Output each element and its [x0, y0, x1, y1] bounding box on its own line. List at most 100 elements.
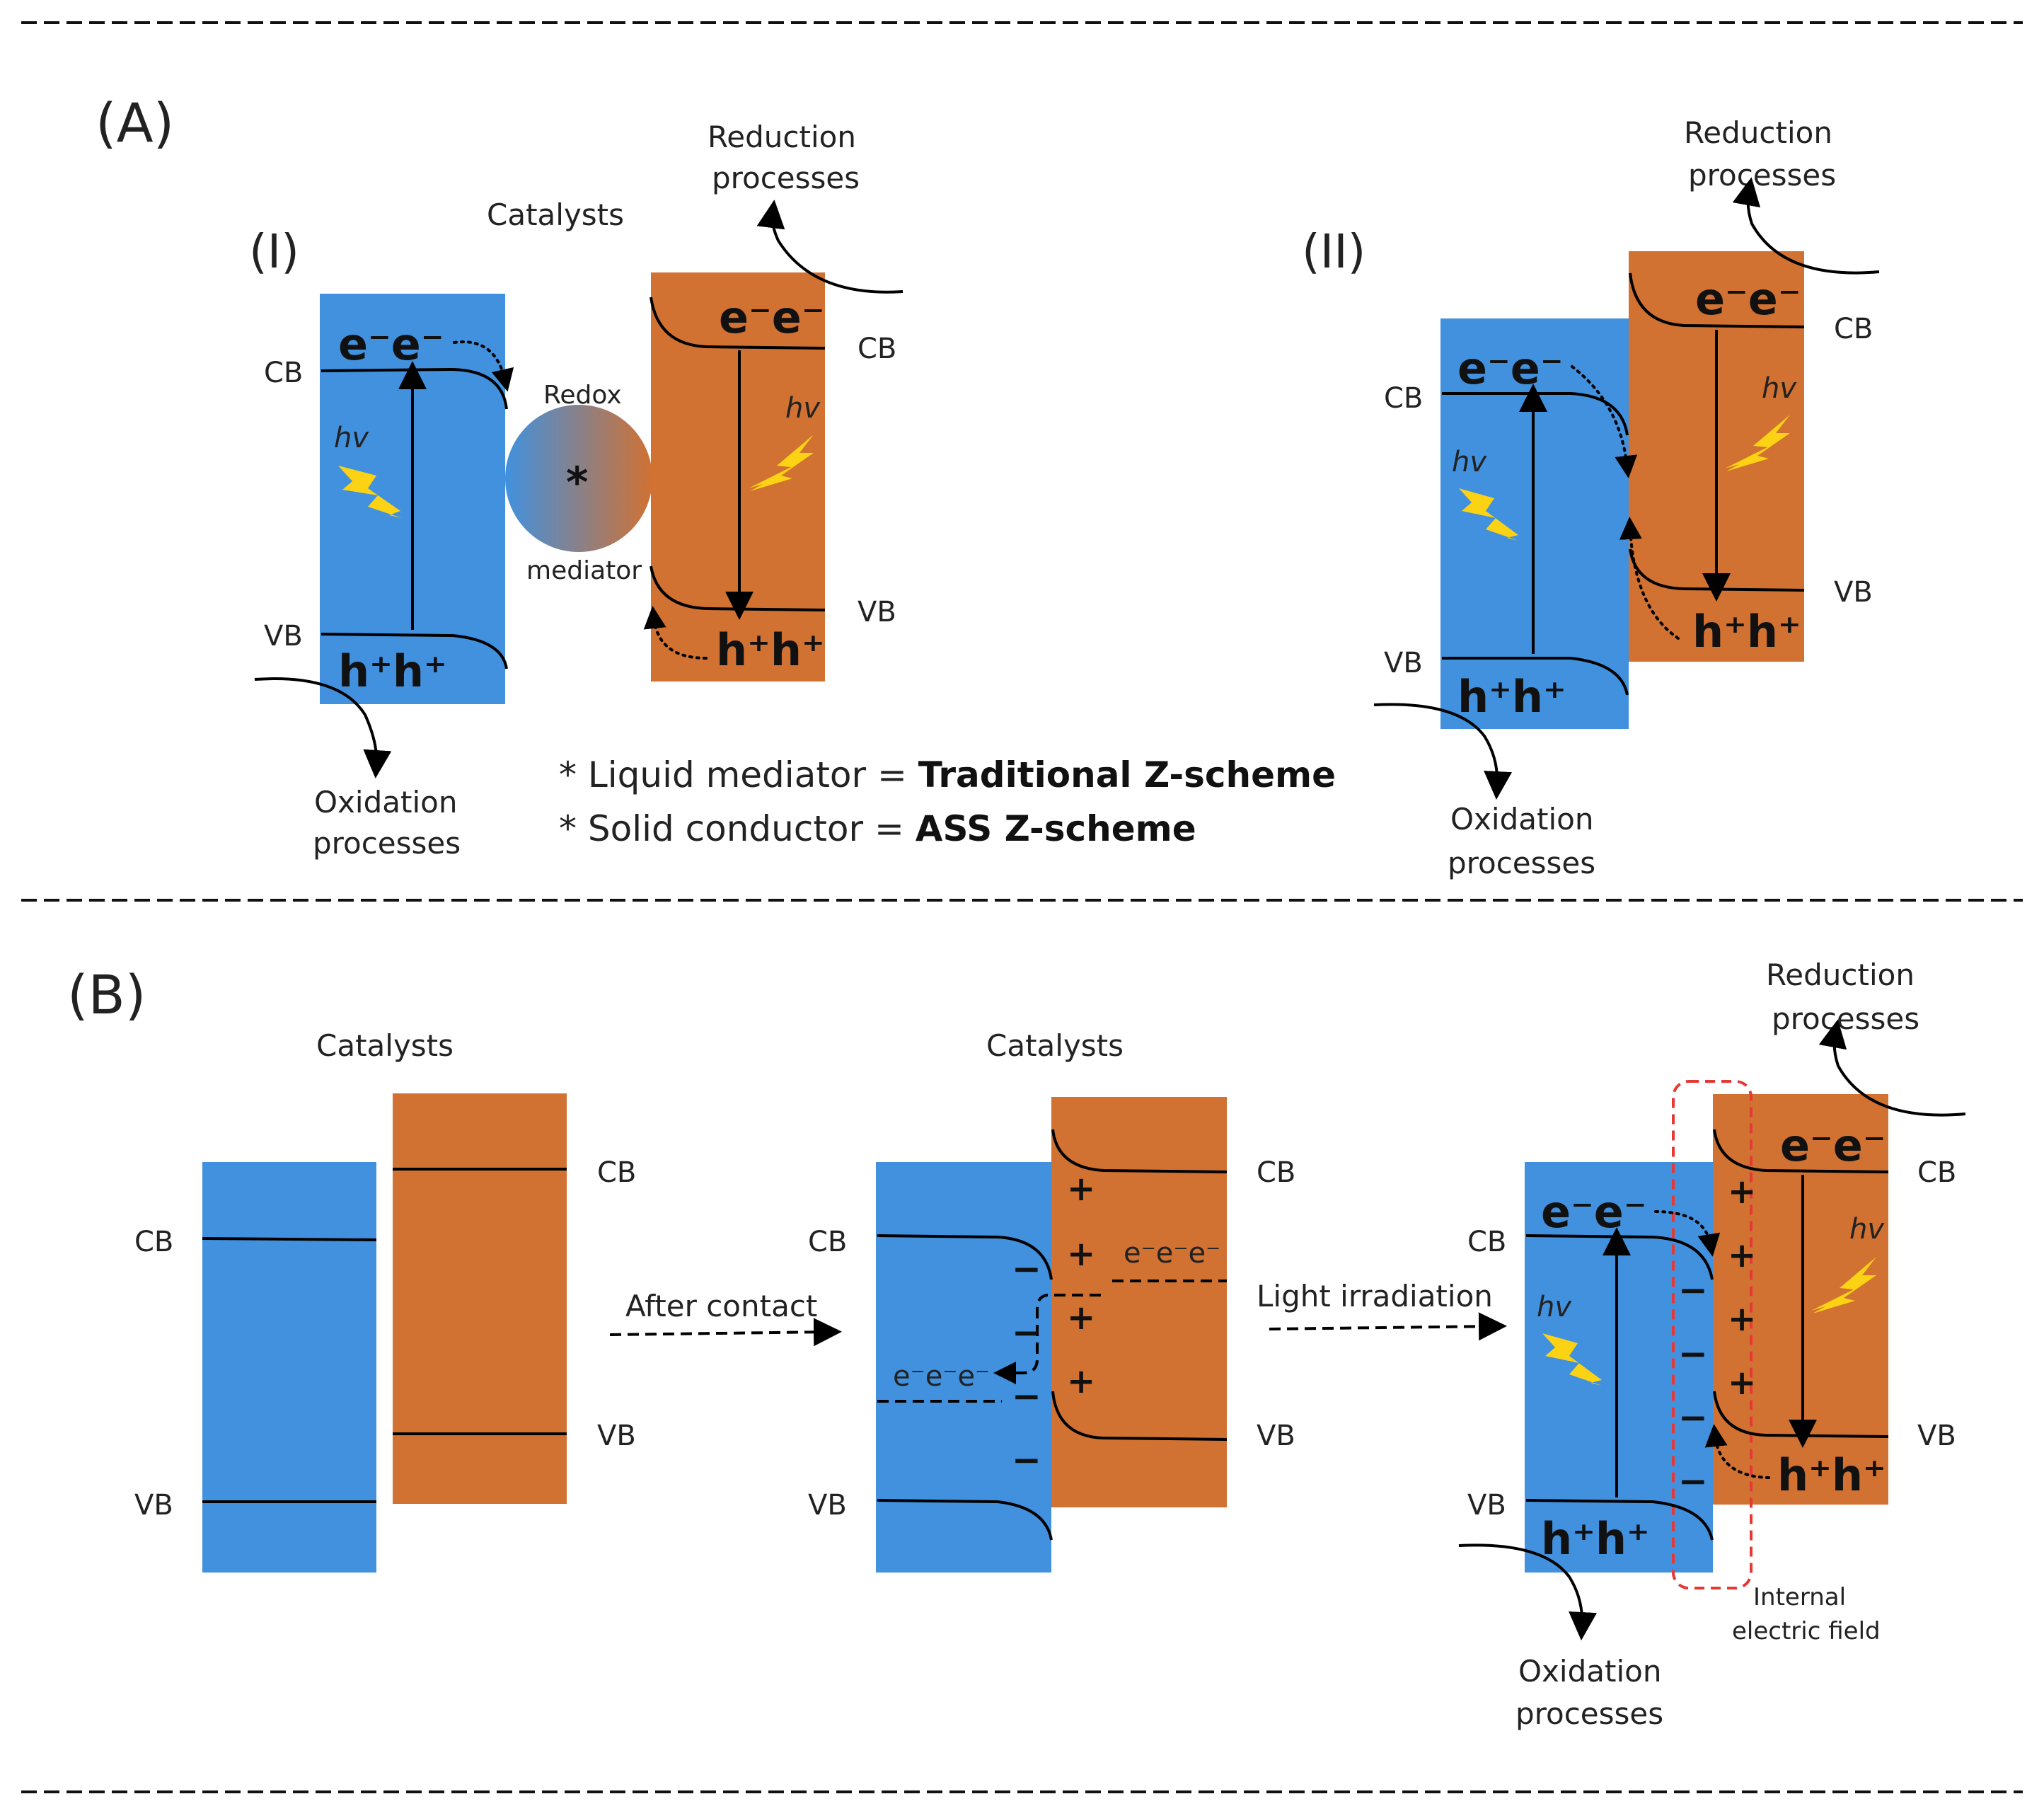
orange-cb-label: CB	[1917, 1156, 1956, 1189]
blue-vb-band	[1442, 657, 1629, 696]
panel-a-label: (A)	[96, 91, 174, 154]
orange-vb-label: VB	[1917, 1420, 1956, 1452]
panel-b-before-contact: Catalysts CB VB CB VB	[134, 1028, 636, 1573]
panel-a-i: (I) Catalysts Reduction processes Oxidat…	[249, 120, 903, 861]
hole-recombination-arrow	[1619, 517, 1680, 640]
orange-vb-label: VB	[1257, 1420, 1295, 1452]
semiconductor-blue	[202, 1162, 376, 1573]
plus-charge: +	[1067, 1362, 1095, 1401]
reduction-process-arrow	[1818, 1019, 1966, 1117]
blue-vb-band	[321, 633, 508, 669]
blue-vb-label: VB	[1467, 1489, 1506, 1522]
orange-hv-label: hv	[1762, 372, 1797, 405]
plus-charge: +	[1728, 1236, 1756, 1275]
orange-cb-band	[1713, 1129, 1889, 1173]
oxidation-process-arrow	[1458, 1543, 1598, 1640]
internal-field-line1: Internal	[1753, 1583, 1846, 1611]
orange-electrons: e⁻e⁻	[1695, 273, 1801, 325]
electron-transfer-arrow	[1654, 1210, 1721, 1257]
mediator-star: *	[566, 458, 588, 507]
panel-b-under-light: Reduction processes Oxidation processes …	[1458, 958, 1966, 1731]
orange-light-bolt-icon	[749, 435, 814, 491]
sub-i-reduction-line1: Reduction	[708, 120, 856, 154]
orange-vb-band	[1629, 548, 1805, 592]
reduction-process-arrow	[1732, 177, 1880, 275]
plus-charge: +	[1067, 1169, 1095, 1209]
orange-light-bolt-icon	[1811, 1257, 1876, 1313]
light-irradiation-label: Light irradiation	[1257, 1279, 1493, 1313]
orange-hv-label: hv	[785, 392, 821, 425]
blue-holes: h⁺h⁺	[1457, 671, 1566, 723]
panel-a-ii: (II) Reduction processes Oxidation proce…	[1302, 115, 1880, 880]
internal-field-line2: electric field	[1732, 1617, 1881, 1645]
mediator-to-hole-arrow	[643, 606, 708, 660]
blue-vb-label: VB	[134, 1489, 173, 1522]
orange-vb-band	[649, 565, 826, 611]
orange-vb-label: VB	[858, 596, 896, 628]
blue-vb-label: VB	[264, 620, 303, 652]
after-contact-arrow	[609, 1318, 842, 1347]
blue-cb-label: CB	[1384, 382, 1423, 415]
blue-electrons: e⁻e⁻	[338, 318, 444, 370]
semiconductor-orange	[393, 1093, 567, 1504]
plus-charge: +	[1728, 1172, 1756, 1212]
reduction-line2: processes	[1772, 1001, 1919, 1036]
blue-vb-label: VB	[1384, 647, 1423, 679]
internal-electric-field-outline	[1672, 1080, 1753, 1589]
electron-to-mediator-arrow	[453, 340, 514, 392]
blue-vb-band	[1525, 1499, 1714, 1541]
blue-vb-band	[877, 1499, 1053, 1541]
hole-recombination-arrow	[1704, 1424, 1770, 1479]
orange-electrons: e⁻e⁻	[719, 292, 825, 343]
note-line-2-bold: ASS Z-scheme	[916, 808, 1196, 849]
blue-holes: h⁺h⁺	[1541, 1513, 1650, 1565]
orange-holes: h⁺h⁺	[716, 624, 825, 676]
orange-light-bolt-icon	[1725, 415, 1790, 471]
plus-charge: +	[1067, 1234, 1095, 1274]
plus-charge: +	[1728, 1299, 1756, 1339]
blue-holes: h⁺h⁺	[338, 645, 447, 697]
minus-charge: −	[1012, 1312, 1041, 1353]
oxidation-process-arrow	[254, 677, 392, 778]
mediator-label: mediator	[526, 556, 642, 585]
plus-charge: +	[1067, 1298, 1095, 1338]
orange-cb-label: CB	[1834, 313, 1873, 345]
orange-hv-label: hv	[1849, 1213, 1885, 1246]
orange-holes: h⁺h⁺	[1692, 606, 1801, 657]
sub-i-label: (I)	[249, 224, 299, 279]
blue-cb-band	[202, 1237, 377, 1241]
note-line-1: * Liquid mediator = Traditional Z-scheme	[559, 754, 1336, 795]
orange-vb-label: VB	[597, 1420, 636, 1452]
note-line-2: * Solid conductor = ASS Z-scheme	[559, 808, 1196, 849]
orange-cb-band	[649, 297, 826, 350]
blue-electrons: e⁻e⁻	[1457, 343, 1564, 394]
plus-charge: +	[1728, 1363, 1756, 1403]
note-line-1-bold: Traditional Z-scheme	[918, 754, 1336, 795]
blue-cb-label: CB	[264, 357, 303, 389]
orange-cb-label: CB	[858, 333, 896, 365]
orange-cb-label: CB	[597, 1156, 636, 1189]
blue-electrons: e⁻e⁻	[1541, 1186, 1647, 1238]
oxidation-line1: Oxidation	[1518, 1654, 1661, 1689]
blue-cb-label: CB	[1467, 1226, 1506, 1258]
minus-charge: −	[1012, 1248, 1041, 1289]
minus-charge: −	[1678, 1333, 1708, 1374]
panel-b-label: (B)	[67, 963, 146, 1026]
orange-vb-band	[1051, 1391, 1228, 1441]
blue-light-bolt-icon	[338, 466, 402, 518]
orange-cb-band	[1051, 1129, 1228, 1173]
blue-cb-band	[877, 1234, 1053, 1280]
redox-mediator-circle	[505, 405, 652, 552]
sub-ii-label: (II)	[1302, 224, 1365, 279]
minus-charge: −	[1012, 1376, 1041, 1417]
minus-charge: −	[1678, 1397, 1708, 1438]
sub-ii-reduction-line1: Reduction	[1684, 115, 1832, 150]
reduction-line1: Reduction	[1766, 958, 1915, 992]
sub-i-reduction-line2: processes	[712, 161, 860, 195]
semiconductor-blue	[876, 1162, 1051, 1573]
blue-hv-label: hv	[334, 422, 369, 454]
sub-ii-reduction-line2: processes	[1688, 158, 1836, 192]
blue-cb-band	[1525, 1234, 1714, 1280]
blue-light-bolt-icon	[1459, 488, 1518, 541]
blue-cb-label: CB	[134, 1226, 173, 1258]
